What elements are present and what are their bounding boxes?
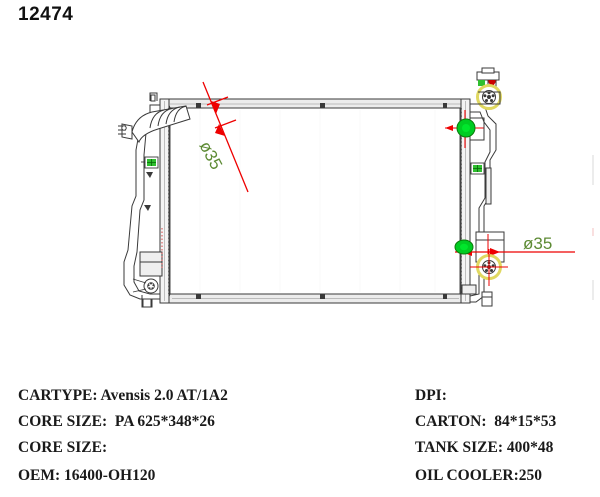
top-tank-tab [443, 103, 447, 108]
top-tank-tab [196, 103, 201, 108]
left-bracket-marker [141, 156, 159, 169]
spec-dpi: DPI: [415, 387, 447, 404]
spec-cartype: CARTYPE: Avensis 2.0 AT/1A2 [18, 387, 228, 404]
right-tank-side-profile [460, 98, 505, 307]
spec-column-left: CARTYPE: Avensis 2.0 AT/1A2 CORE SIZE: P… [18, 383, 228, 489]
right-bracket-marker [470, 162, 485, 175]
radiator-core [169, 107, 461, 295]
bottom-tank [165, 293, 467, 304]
drain-plug [132, 278, 159, 294]
bottom-tank-tab [320, 294, 325, 299]
spec-carton: CARTON: 84*15*53 [415, 413, 557, 430]
bottom-tank-tab [196, 294, 201, 299]
spec-tank-size: TANK SIZE: 400*48 [415, 439, 554, 456]
spec-core-size-1: CORE SIZE: PA 625*348*26 [18, 413, 215, 430]
outlet-diameter-label: ø35 [523, 234, 552, 253]
inlet-hose-neck [118, 105, 191, 144]
lower-hose-port: ø35 [454, 234, 575, 286]
spec-core-size-2: CORE SIZE: [18, 439, 108, 456]
spec-oem: OEM: 16400-OH120 [18, 467, 156, 484]
specification-block: CARTYPE: Avensis 2.0 AT/1A2 CORE SIZE: P… [0, 383, 600, 497]
page-title: 12474 [18, 4, 74, 25]
spec-oil-cooler: OIL COOLER:250 [415, 467, 543, 484]
filler-cap [476, 67, 502, 110]
core-fin-texture [199, 110, 436, 292]
top-tank-tab [320, 103, 325, 108]
bottom-tank-tab [443, 294, 447, 299]
spec-column-right: DPI: CARTON: 84*15*53 TANK SIZE: 400*48 … [415, 383, 556, 489]
upper-hose-port [445, 110, 485, 148]
radiator-technical-drawing: ø35 [118, 67, 594, 308]
